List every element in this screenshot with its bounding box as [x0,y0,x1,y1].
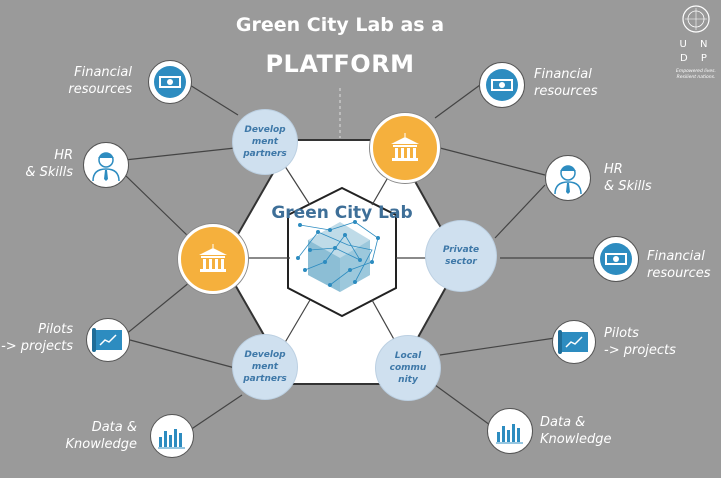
label-line: HR [54,148,73,163]
label-line: Pilots [604,326,639,341]
node-text: Private [442,245,480,255]
node-text: Develop [244,125,286,135]
label-hr-skills-right: HR & Skills [604,161,684,195]
node-text: ment [251,137,279,147]
node-local-community: Local commu nity [376,336,440,400]
node-text: partners [243,149,287,159]
label-line: Financial [74,65,132,80]
title-line-1: Green City Lab as a [235,14,445,36]
building-icon [199,244,227,272]
building-icon [391,133,419,161]
bar-chart-icon [158,429,185,449]
node-development-partners-bottom: Develop ment partners [233,335,297,399]
label-line: Data & [91,420,137,435]
label-line: & Skills [25,165,73,180]
financial-resources-icon-right-top [479,62,525,108]
financial-resources-icon-left [148,60,192,104]
label-hr-skills-left: HR & Skills [10,147,73,181]
logo-letters-1: U N [679,39,713,50]
data-knowledge-icon-left [150,414,194,458]
label-financial-resources-right-mid: Financial resources [647,248,721,282]
node-text: Local [394,351,422,361]
money-icon [486,69,518,101]
label-line: & Skills [604,179,652,194]
logo-tagline-1: Empowered lives. [676,69,716,74]
label-financial-resources-right-top: Financial resources [534,66,624,100]
label-data-knowledge-left: Data & Knowledge [40,419,137,453]
cube-network-icon [296,220,380,292]
center-label: Green City Lab [271,203,413,223]
node-text: ment [251,362,279,372]
node-text: partners [243,374,287,384]
node-text: nity [398,375,418,385]
title-line-2: PLATFORM [265,50,415,78]
label-pilots-projects-left: Pilots -> projects [0,321,73,355]
node-text: sector [445,257,477,267]
hr-skills-icon-right [545,155,591,201]
person-icon [554,165,582,195]
hr-skills-icon-left [83,142,129,188]
logo-letters-2: D P [680,53,712,64]
label-line: Pilots [38,322,73,337]
label-line: resources [647,266,711,281]
institution-node-left [178,224,248,294]
label-line: Knowledge [65,437,137,452]
person-icon [92,152,120,182]
institution-node-right [370,113,440,183]
node-text: commu [389,363,427,373]
un-emblem-icon [682,5,710,33]
label-line: -> projects [1,339,73,354]
blueprint-icon [558,330,588,354]
label-line: -> projects [604,343,676,358]
money-icon [600,243,632,275]
node-development-partners-top: Develop ment partners [233,110,297,174]
label-line: resources [68,82,132,97]
money-icon [154,66,186,98]
data-knowledge-icon-right [487,408,533,454]
financial-resources-icon-right-mid [593,236,639,282]
node-private-sector: Private sector [426,221,496,291]
bar-chart-icon [496,424,523,444]
node-text: Develop [244,350,286,360]
logo-tagline-2: Resilient nations. [676,75,716,80]
label-line: Financial [647,249,705,264]
label-line: Knowledge [540,432,612,447]
undp-logo: U N D P Empowered lives.Resilient nations… [676,4,716,81]
pilots-projects-icon-left [86,318,130,362]
label-data-knowledge-right: Data & Knowledge [540,414,630,448]
label-line: resources [534,84,598,99]
blueprint-icon [92,328,122,352]
label-line: Data & [540,415,586,430]
label-line: HR [604,162,623,177]
label-line: Financial [534,67,592,82]
pilots-projects-icon-right [552,320,596,364]
label-financial-resources-left: Financial resources [40,64,132,98]
label-pilots-projects-right: Pilots -> projects [604,325,694,359]
